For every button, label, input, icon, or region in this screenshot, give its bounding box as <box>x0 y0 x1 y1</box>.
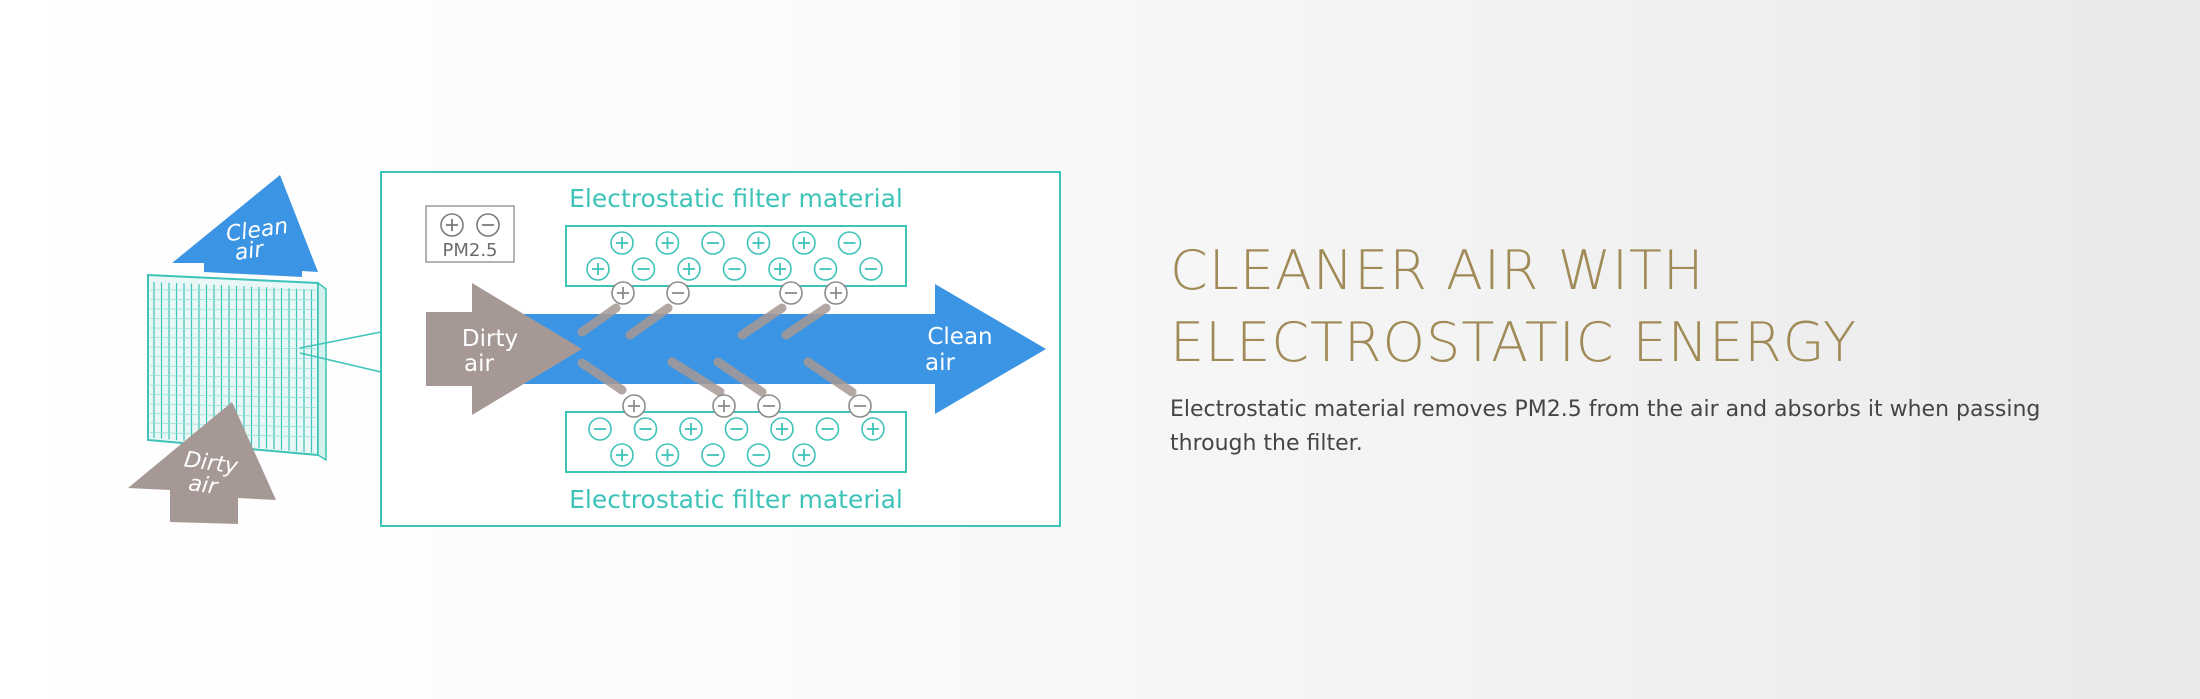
particle-trail <box>625 303 673 340</box>
filter-charge-minus-icon <box>746 443 771 467</box>
clean-air-label: Clean <box>927 324 992 350</box>
small-dirty-air-arrow: Dirty air <box>128 402 276 524</box>
small-clean-air-arrow: Clean air <box>172 175 318 277</box>
small-clean-air-label-2: air <box>233 237 267 266</box>
filter-label-bottom: Electrostatic filter material <box>569 485 903 514</box>
filter-charge-plus-icon <box>655 443 680 467</box>
filter-charge-plus-icon <box>768 257 792 281</box>
filter-charge-plus-icon <box>610 231 634 255</box>
pm25-particle-minus-icon <box>779 281 803 305</box>
filter-charge-plus-icon <box>746 231 771 255</box>
particle-trail <box>667 357 725 397</box>
zoom-line-bottom <box>299 352 382 373</box>
filter-charge-minus-icon <box>701 231 725 255</box>
headline-line-2: ELECTROSTATIC ENERGY <box>1170 311 1857 374</box>
pm25-particle-plus-icon <box>622 394 646 418</box>
headline-line-1: CLEANER AIR WITH <box>1170 239 1705 302</box>
filter-charge-plus-icon <box>792 443 816 467</box>
filter-charge-minus-icon <box>859 257 883 281</box>
pm25-particle-plus-icon <box>611 281 635 305</box>
particle-trail <box>713 357 767 397</box>
particle-trail <box>803 357 857 397</box>
filter-charge-minus-icon <box>813 257 838 281</box>
filter-unit <box>147 273 327 462</box>
small-dirty-air-label-2: air <box>187 471 221 500</box>
legend-plus-icon <box>440 213 464 237</box>
pm25-particle-minus-icon <box>757 394 781 418</box>
charge-symbols <box>586 231 885 467</box>
section-description: Electrostatic material removes PM2.5 fro… <box>1170 397 2041 456</box>
clean-air-label-2: air <box>925 350 955 376</box>
pm25-particle-minus-icon <box>666 281 690 305</box>
filter-charge-minus-icon <box>815 417 840 441</box>
filter-charge-plus-icon <box>586 257 610 281</box>
filter-charge-minus-icon <box>701 443 725 467</box>
legend-label: PM2.5 <box>442 240 497 261</box>
particle-trail <box>577 303 621 337</box>
filter-charge-plus-icon <box>677 257 701 281</box>
pm25-particle-minus-icon <box>848 394 872 418</box>
particle-trails <box>577 303 857 397</box>
legend-minus-icon <box>476 213 500 237</box>
pm25-particle-plus-icon <box>712 394 736 418</box>
filter-charge-minus-icon <box>633 417 658 441</box>
dirty-air-arrow: Dirty air <box>426 283 582 415</box>
section-headline: CLEANER AIR WITH ELECTROSTATIC ENERGY <box>1170 235 2070 379</box>
pm25-particle-plus-icon <box>824 281 848 305</box>
dirty-air-label-2: air <box>464 351 494 377</box>
filter-label-top: Electrostatic filter material <box>569 184 903 213</box>
filter-charge-minus-icon <box>837 231 862 255</box>
filter-charge-plus-icon <box>792 231 816 255</box>
particle-trail <box>577 358 627 395</box>
electrostatic-filter-diagram: Clean air Dirty air PM2.5 Electrostatic … <box>128 171 1061 527</box>
filter-charge-plus-icon <box>770 417 794 441</box>
filter-charge-minus-icon <box>722 257 747 281</box>
pm25-legend: PM2.5 <box>425 205 515 263</box>
filter-charge-plus-icon <box>655 231 680 255</box>
filter-charge-plus-icon <box>861 417 885 441</box>
particle-trail <box>737 303 787 340</box>
filter-charge-minus-icon <box>631 257 656 281</box>
filter-charge-plus-icon <box>679 417 703 441</box>
zoom-line-top <box>299 331 382 349</box>
filter-charge-minus-icon <box>724 417 749 441</box>
particle-trail <box>781 303 831 340</box>
filter-charge-plus-icon <box>610 443 634 467</box>
filter-charge-minus-icon <box>588 417 612 441</box>
dirty-air-label: Dirty <box>462 326 518 352</box>
